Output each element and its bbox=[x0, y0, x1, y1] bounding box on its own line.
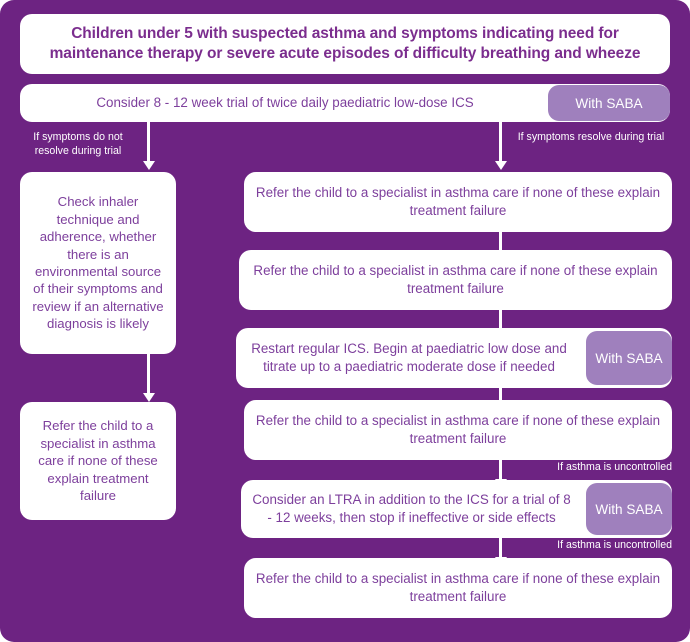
right-node-refer-2-text: Refer the child to a specialist in asthm… bbox=[253, 263, 658, 296]
left-node-refer-text: Refer the child to a specialist in asthm… bbox=[38, 418, 158, 504]
left-node-check-inhaler: Check inhaler technique and adherence, w… bbox=[20, 172, 176, 354]
left-node-check-inhaler-text: Check inhaler technique and adherence, w… bbox=[32, 194, 164, 332]
right-node-refer-2: Refer the child to a specialist in asthm… bbox=[239, 250, 672, 310]
arrow-check-to-refer bbox=[143, 354, 155, 402]
left-node-refer: Refer the child to a specialist in asthm… bbox=[20, 402, 176, 520]
edge-label-symptoms-resolve: If symptoms resolve during trial bbox=[517, 131, 665, 143]
flowchart-title-node: Children under 5 with suspected asthma a… bbox=[20, 14, 670, 74]
saba-badge-ltra-label: With SABA bbox=[595, 501, 663, 517]
right-node-restart-ics-text: Restart regular ICS. Begin at paediatric… bbox=[251, 341, 567, 374]
right-node-refer-4-text: Refer the child to a specialist in asthm… bbox=[255, 571, 661, 604]
saba-badge-trial: With SABA bbox=[548, 85, 670, 121]
arrow-trial-to-check bbox=[143, 122, 155, 170]
right-node-refer-3-text: Refer the child to a specialist in asthm… bbox=[255, 413, 661, 446]
edge-label-symptoms-not-resolve: If symptoms do not resolve during trial bbox=[33, 131, 123, 157]
right-node-refer-4: Refer the child to a specialist in asthm… bbox=[244, 558, 672, 618]
right-node-ltra-text: Consider an LTRA in addition to the ICS … bbox=[252, 492, 571, 525]
right-node-refer-3: Refer the child to a specialist in asthm… bbox=[244, 400, 672, 460]
right-node-refer-1-text: Refer the child to a specialist in asthm… bbox=[255, 185, 661, 218]
saba-badge-trial-label: With SABA bbox=[575, 95, 643, 111]
saba-badge-restart-label: With SABA bbox=[595, 350, 663, 366]
trial-node-text: Consider 8 - 12 week trial of twice dail… bbox=[96, 95, 474, 111]
saba-badge-restart: With SABA bbox=[586, 331, 672, 385]
right-node-refer-1: Refer the child to a specialist in asthm… bbox=[244, 172, 672, 232]
flowchart-title-text: Children under 5 with suspected asthma a… bbox=[49, 24, 641, 62]
arrow-trial-to-refer1 bbox=[495, 122, 507, 170]
saba-badge-ltra: With SABA bbox=[586, 483, 672, 535]
edge-label-uncontrolled-1: If asthma is uncontrolled bbox=[557, 461, 672, 473]
edge-label-uncontrolled-2: If asthma is uncontrolled bbox=[557, 539, 672, 551]
